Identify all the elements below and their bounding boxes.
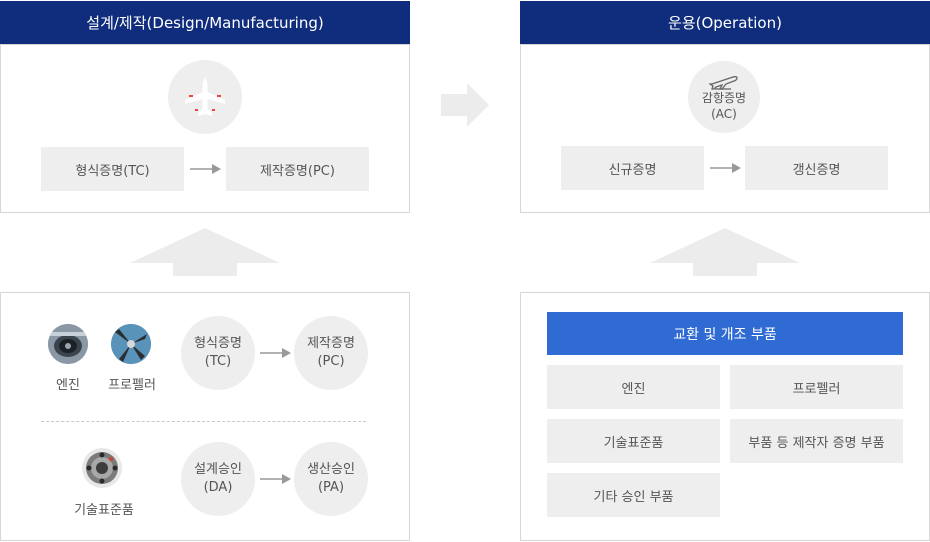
parts-pc-line1: 제작증명 (307, 336, 355, 351)
parts-tc-circle: 형식증명 (TC) (181, 316, 255, 390)
tso-photo (82, 448, 122, 488)
operation-title: 운용(Operation) (668, 14, 782, 32)
airplane-icon (185, 77, 225, 116)
airplane-icon-circle (168, 60, 242, 134)
replacement-item-label: 프로펠러 (792, 381, 841, 397)
replacement-title: 교환 및 개조 부품 (673, 326, 777, 343)
tso-label: 기술표준품 (74, 503, 134, 518)
tc-box: 형식증명(TC) (41, 147, 184, 191)
replacement-item: 부품 등 제작자 증명 부품 (730, 419, 903, 463)
pc-box: 제작증명(PC) (226, 147, 369, 191)
da-circle: 설계승인 (DA) (181, 442, 255, 516)
da-to-pa-arrow (260, 474, 291, 484)
engine-photo (48, 324, 88, 364)
tc-label: 형식증명(TC) (75, 163, 150, 179)
pa-circle: 생산승인 (PA) (294, 442, 368, 516)
design-title: 설계/제작(Design/Manufacturing) (86, 14, 324, 32)
replacement-item-label: 엔진 (621, 381, 646, 397)
da-line1: 설계승인 (194, 462, 242, 477)
parts-tc-line2: (TC) (204, 354, 232, 369)
pa-line2: (PA) (317, 480, 345, 495)
parts-divider (41, 421, 366, 422)
renew-cert-label: 갱신증명 (792, 162, 841, 178)
operation-header: 운용(Operation) (520, 1, 930, 44)
replacement-item: 기술표준품 (547, 419, 720, 463)
parts-tc-to-pc-arrow (260, 348, 291, 358)
parts-tc-line1: 형식증명 (194, 336, 242, 351)
engine-label: 엔진 (56, 378, 80, 393)
ac-circle: 감항증명 (AC) (688, 61, 760, 133)
new-to-renew-arrow (710, 163, 741, 173)
propeller-photo (111, 324, 151, 364)
pa-line1: 생산승인 (307, 462, 355, 477)
ac-line2: (AC) (711, 107, 737, 121)
ac-line1: 감항증명 (701, 91, 747, 105)
takeoff-plane-icon (709, 76, 738, 90)
new-cert-label: 신규증명 (608, 162, 657, 178)
replacement-title-bar: 교환 및 개조 부품 (547, 312, 903, 355)
renew-cert-box: 갱신증명 (745, 146, 888, 190)
replacement-item-label: 부품 등 제작자 증명 부품 (748, 435, 885, 451)
parts-pc-circle: 제작증명 (PC) (294, 316, 368, 390)
replacement-item: 프로펠러 (730, 365, 903, 409)
design-header: 설계/제작(Design/Manufacturing) (0, 1, 410, 44)
da-line2: (DA) (203, 480, 233, 495)
replacement-item: 엔진 (547, 365, 720, 409)
propeller-label: 프로펠러 (108, 378, 156, 393)
right-arrow-icon (441, 83, 489, 127)
new-cert-box: 신규증명 (561, 146, 704, 190)
replacement-item-label: 기술표준품 (603, 435, 664, 451)
replacement-item-label: 기타 승인 부품 (593, 489, 674, 505)
tc-to-pc-arrow (190, 164, 221, 174)
pc-label: 제작증명(PC) (260, 163, 335, 179)
up-arrow-left-icon (130, 228, 280, 276)
up-arrow-right-icon (650, 228, 800, 276)
parts-pc-line2: (PC) (317, 354, 345, 369)
replacement-item: 기타 승인 부품 (547, 473, 720, 517)
